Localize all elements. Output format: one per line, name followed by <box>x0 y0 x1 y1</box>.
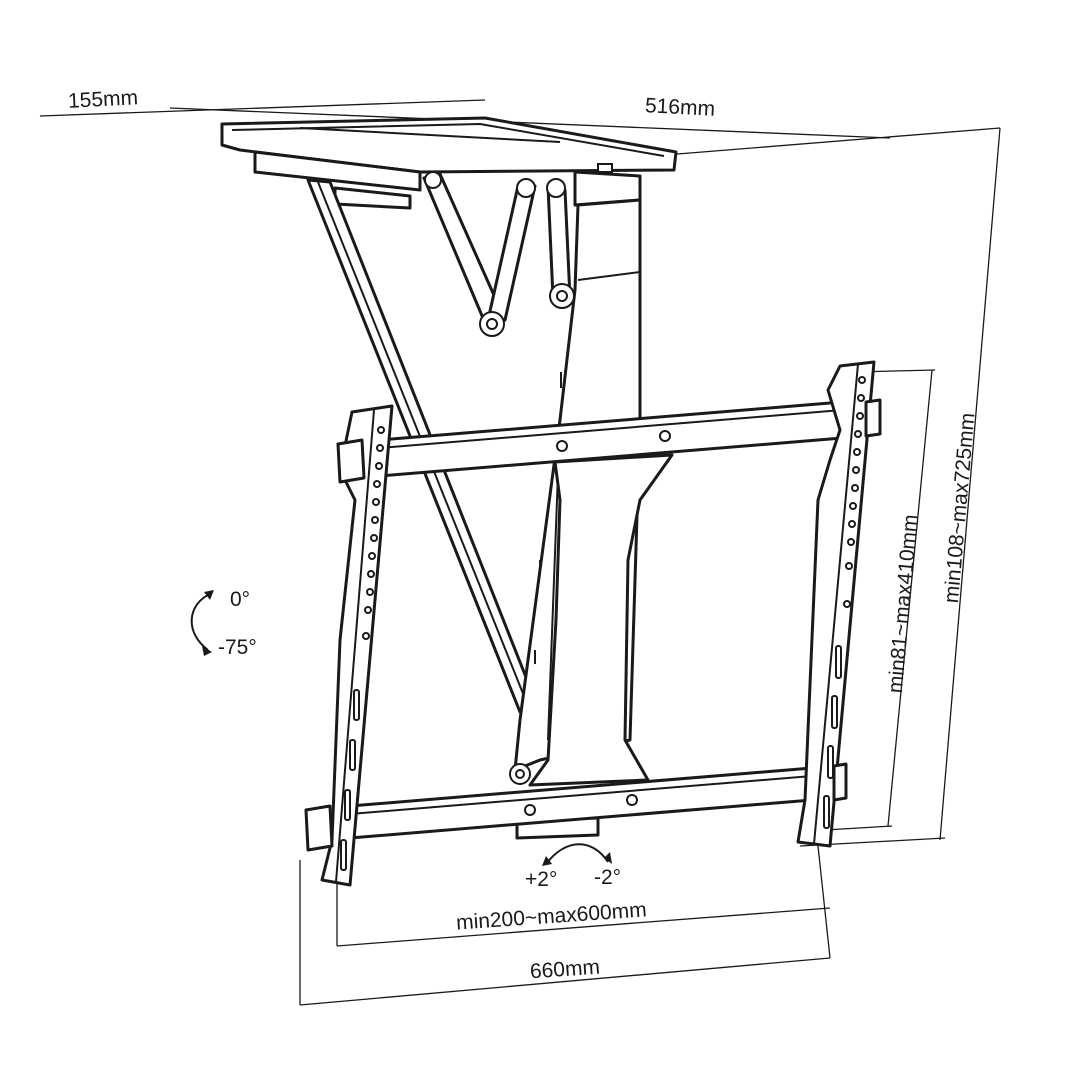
swivel-right-label: -2° <box>594 866 622 889</box>
depth-label: 155mm <box>67 86 139 113</box>
right-vertical-bracket <box>796 360 882 848</box>
ceiling-plate <box>220 116 678 210</box>
swivel-left-label: +2° <box>525 868 558 891</box>
tilt-upper-label: 0° <box>230 588 251 611</box>
overall-width-label: 660mm <box>529 955 601 984</box>
swivel-arrow-icon <box>542 843 612 866</box>
left-vertical-bracket <box>304 404 394 887</box>
right-bracket-holes <box>843 376 866 608</box>
tilt-lower-label: -75° <box>218 636 257 659</box>
left-bracket-holes <box>362 426 385 640</box>
horizontal-rails <box>348 400 844 840</box>
plate-width-label: 516mm <box>644 94 716 121</box>
tilt-arrow-icon <box>190 590 214 656</box>
